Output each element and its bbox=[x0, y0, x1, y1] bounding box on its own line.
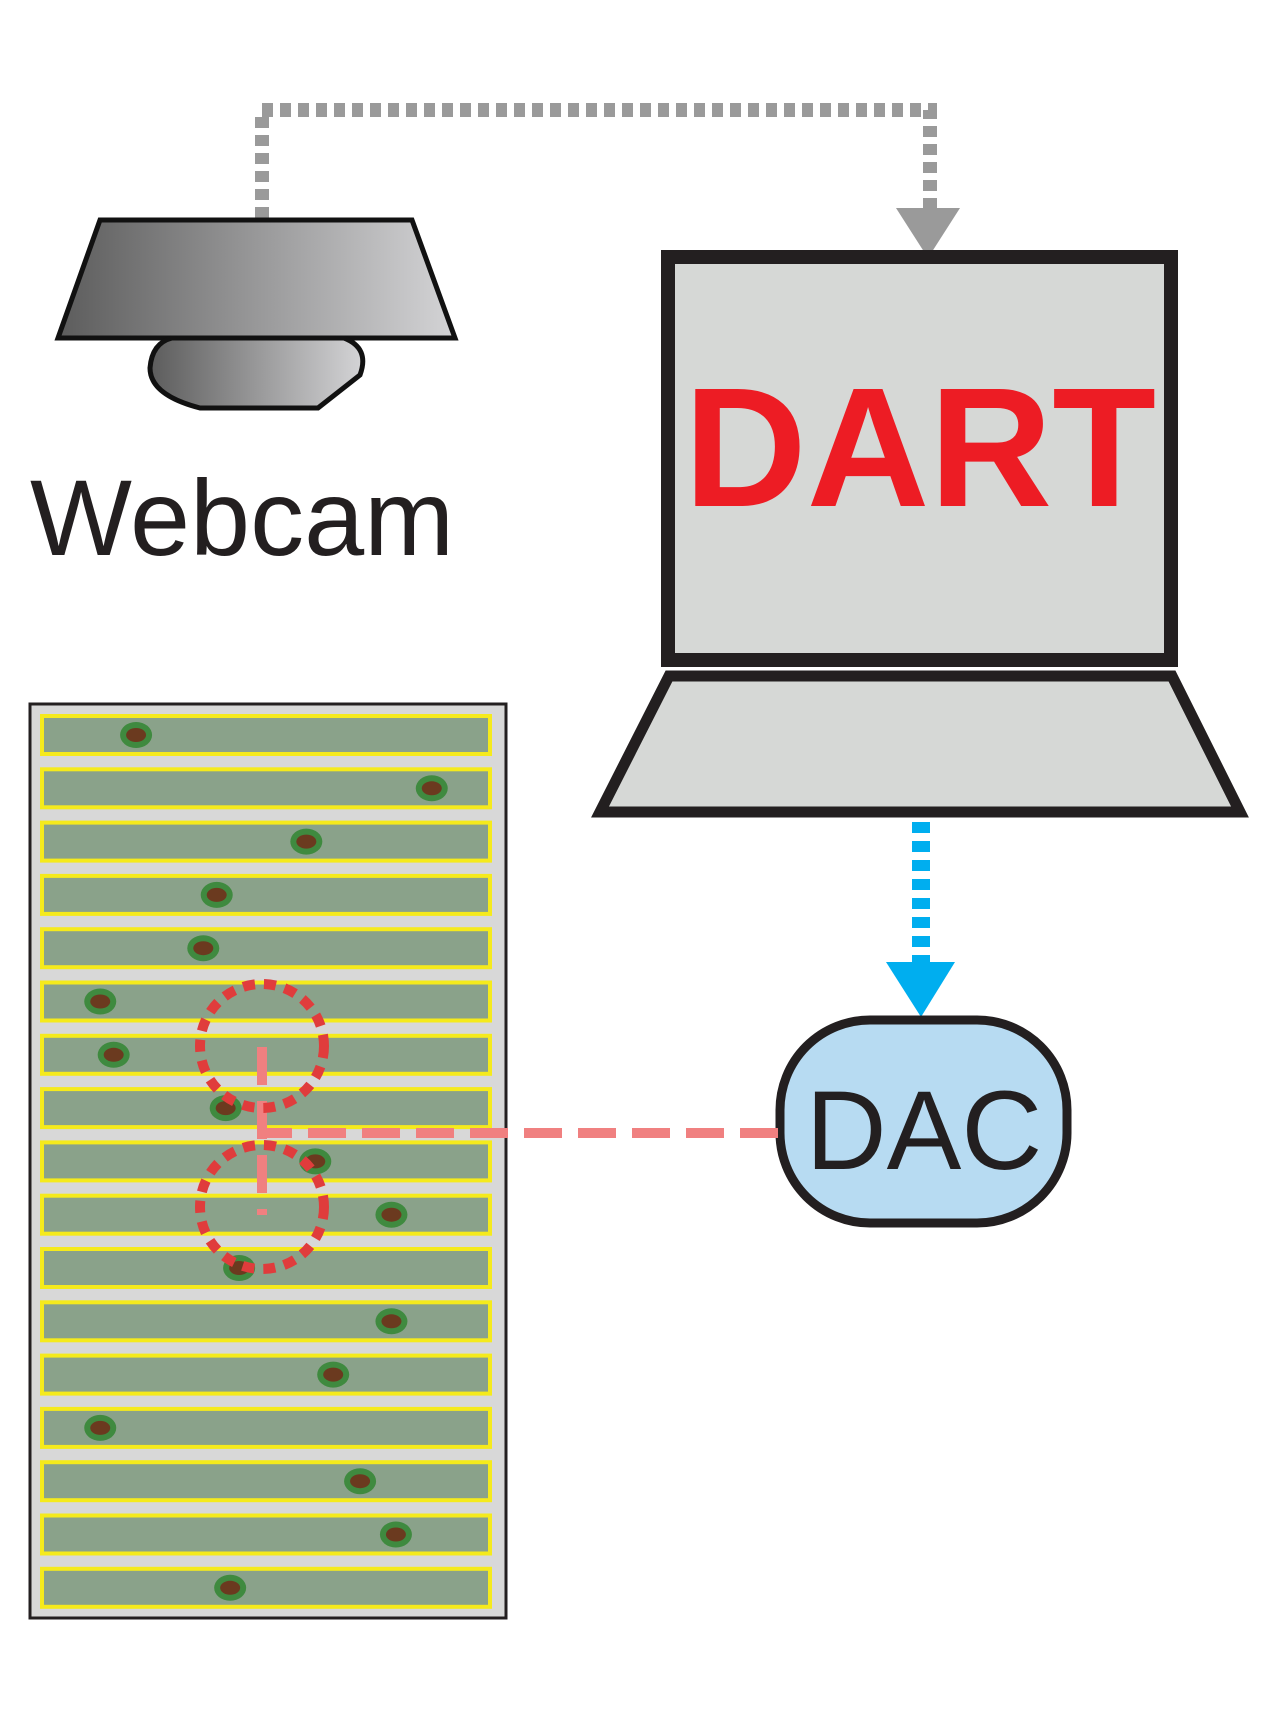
laptop-icon bbox=[591, 250, 1249, 818]
fly-tube bbox=[40, 873, 492, 916]
stimulus-ring-upper bbox=[195, 979, 329, 1113]
fly-body bbox=[126, 728, 147, 742]
fly-tube bbox=[40, 1353, 492, 1396]
fly-body bbox=[90, 994, 111, 1009]
fly-body bbox=[350, 1474, 371, 1489]
fly-tube bbox=[40, 1513, 492, 1556]
dart-screen-label: DART bbox=[684, 353, 1156, 543]
fly-body bbox=[206, 887, 227, 902]
fly-tube bbox=[40, 714, 492, 756]
fly-body bbox=[323, 1367, 344, 1382]
fly-body bbox=[385, 1527, 406, 1542]
fly-tube bbox=[40, 1566, 492, 1609]
fly-tube bbox=[40, 767, 492, 810]
fly-body bbox=[421, 781, 442, 796]
webcam-to-computer-arrow bbox=[255, 103, 960, 258]
fly-body bbox=[193, 941, 214, 956]
fly-tube bbox=[40, 1406, 492, 1449]
fly-tube-rack bbox=[28, 702, 508, 1620]
webcam-label: Webcam bbox=[30, 457, 454, 578]
dac-label: DAC bbox=[806, 1068, 1042, 1193]
stimulus-rings bbox=[195, 979, 329, 1274]
dac-to-tubes-line bbox=[257, 1047, 778, 1215]
stimulus-ring-lower bbox=[195, 1140, 329, 1274]
fly-tube bbox=[40, 1300, 492, 1343]
fly-tube bbox=[40, 1460, 492, 1503]
computer-to-dac-arrow bbox=[886, 822, 955, 1017]
fly-body bbox=[296, 834, 317, 849]
dac-box bbox=[775, 1015, 1072, 1228]
fly-body bbox=[381, 1207, 402, 1222]
fly-body bbox=[381, 1314, 402, 1329]
fly-body bbox=[103, 1047, 124, 1062]
fly-body bbox=[90, 1420, 111, 1435]
fly-tube bbox=[40, 820, 492, 863]
fly-body bbox=[220, 1580, 241, 1595]
webcam-icon bbox=[54, 217, 459, 411]
fly-tube bbox=[40, 927, 492, 970]
